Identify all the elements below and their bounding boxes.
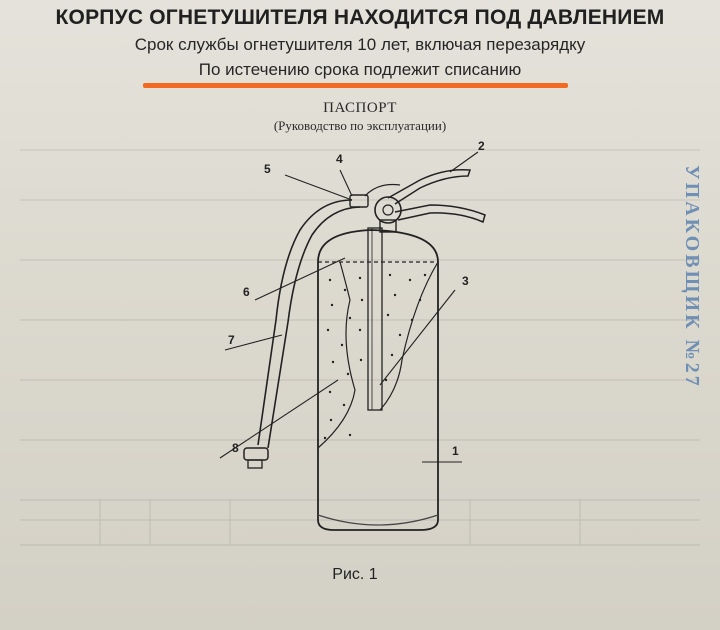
passport-title: ПАСПОРТ	[323, 100, 397, 116]
callout-3: 3	[462, 274, 469, 288]
callout-6: 6	[243, 285, 250, 299]
pressure-gauge	[349, 194, 369, 208]
callout-8: 8	[232, 441, 239, 455]
callout-5: 5	[264, 162, 271, 176]
cylinder-bottom-rim	[317, 514, 439, 526]
cutaway-left-edge	[317, 261, 356, 449]
valve-head	[374, 196, 402, 224]
valve-neck	[379, 219, 397, 233]
siphon-tube	[367, 227, 383, 411]
packer-stamp: УПАКОВЩИК №27	[665, 165, 715, 465]
cutaway-right-edge	[379, 261, 439, 411]
passport-subtitle: (Руководство по эксплуатации)	[273, 118, 447, 133]
pressure-warning-heading: КОРПУС ОГНЕТУШИТЕЛЯ НАХОДИТСЯ ПОД ДАВЛЕН…	[55, 6, 665, 29]
leader-6	[254, 257, 346, 301]
callout-1: 1	[452, 444, 459, 458]
extinguisher-cylinder	[317, 229, 439, 531]
leader-2	[449, 151, 479, 173]
discharge-hose	[257, 199, 353, 446]
powder-particles	[323, 273, 427, 440]
leader-5	[284, 174, 353, 201]
figure-caption: Рис. 1	[332, 566, 378, 583]
callout-2: 2	[478, 139, 485, 153]
leader-3	[379, 289, 456, 386]
orange-underline-highlight	[143, 83, 568, 88]
carry-handle	[394, 204, 486, 224]
nozzle	[243, 447, 269, 461]
discharge-lever	[387, 168, 472, 205]
callout-7: 7	[228, 333, 235, 347]
packer-stamp-text: УПАКОВЩИК №27	[681, 165, 703, 389]
disposal-text: По истечению срока подлежит списанию	[198, 60, 522, 79]
callout-4: 4	[336, 152, 343, 166]
leader-7	[224, 334, 283, 351]
leader-4	[339, 169, 353, 197]
service-life-text: Срок службы огнетушителя 10 лет, включая…	[134, 35, 586, 54]
leader-8	[219, 379, 339, 459]
